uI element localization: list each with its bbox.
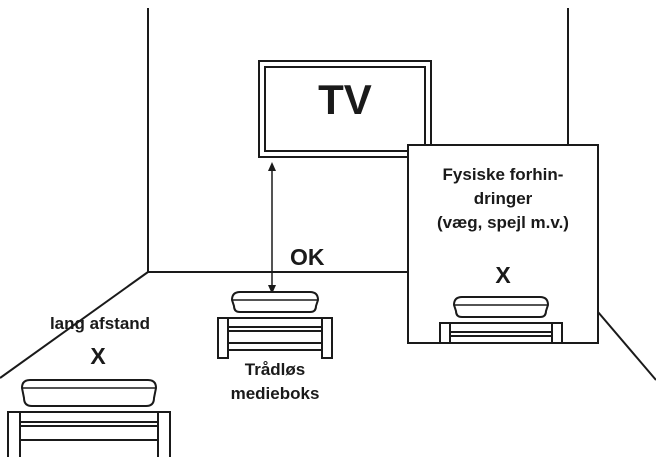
media-box-label-line: Trådløs [244, 360, 306, 379]
room-floor-right-edge [597, 311, 656, 381]
obstacle-x-mark: X [495, 262, 511, 288]
obstacle-label-line: (væg, spejl m.v.) [437, 213, 569, 232]
media-box-center-icon [217, 291, 333, 359]
long-distance-x-mark: X [90, 343, 106, 369]
obstacle-label: Fysiske forhin- dringer (væg, spejl m.v.… [408, 163, 598, 235]
long-distance-label: lang afstand [49, 314, 151, 333]
obstacle-label-line: Fysiske forhin- [442, 165, 564, 184]
media-box-label: Trådløs medieboks [220, 358, 330, 406]
tv-label: TV [318, 76, 372, 123]
double-arrow-icon [268, 162, 276, 294]
media-box-right-icon [439, 296, 563, 344]
ok-label: OK [290, 244, 325, 270]
media-box-label-line: medieboks [230, 384, 320, 403]
tv-screen [258, 60, 432, 158]
media-box-left-icon [7, 379, 171, 457]
room-floor-left-edge [0, 271, 149, 379]
obstacle-label-line: dringer [473, 189, 533, 208]
